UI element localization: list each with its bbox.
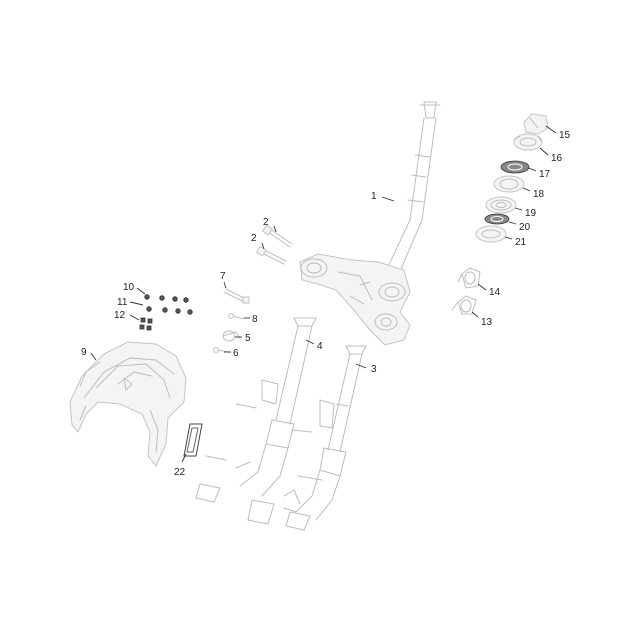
callout-18: 18 — [533, 189, 545, 200]
callout-12: 12 — [114, 310, 126, 321]
callout-15: 15 — [559, 130, 571, 141]
steering-bearing-stack — [475, 113, 549, 243]
callout-7: 7 — [220, 271, 226, 282]
collar-part-13 — [451, 295, 477, 315]
leader-lines — [90, 125, 557, 463]
callout-19: 19 — [525, 208, 537, 219]
callout-5: 5 — [245, 333, 251, 344]
reflector-strip — [183, 423, 203, 457]
clamp-bolts — [255, 224, 293, 265]
fork-leg-left — [195, 317, 317, 525]
callout-labels: 1 2 2 3 4 5 6 7 8 9 10 11 12 13 14 15 16… — [81, 130, 571, 478]
callout-6: 6 — [233, 348, 239, 359]
fork-leg-right — [283, 345, 367, 531]
callout-10: 10 — [123, 282, 135, 293]
callout-20: 20 — [519, 222, 531, 233]
callout-13: 13 — [481, 317, 493, 328]
front-mudguard — [69, 341, 187, 467]
callout-21: 21 — [515, 237, 527, 248]
steering-stem-assembly — [299, 101, 441, 346]
screw-part-7 — [223, 288, 250, 304]
callout-14: 14 — [489, 287, 501, 298]
clip-part — [222, 330, 241, 342]
callout-8: 8 — [252, 314, 258, 325]
callout-2a: 2 — [263, 217, 269, 228]
collar-part-14 — [457, 267, 481, 289]
callout-1: 1 — [371, 191, 377, 202]
callout-16: 16 — [551, 153, 563, 164]
callout-2b: 2 — [251, 233, 257, 244]
screw-part-8 — [228, 313, 245, 320]
callout-22: 22 — [174, 467, 186, 478]
callout-4: 4 — [317, 341, 323, 352]
callout-11: 11 — [117, 297, 128, 308]
callout-9: 9 — [81, 347, 87, 358]
callout-3: 3 — [371, 364, 377, 375]
fasteners-10-11-12 — [139, 294, 193, 331]
callout-17: 17 — [539, 169, 551, 180]
